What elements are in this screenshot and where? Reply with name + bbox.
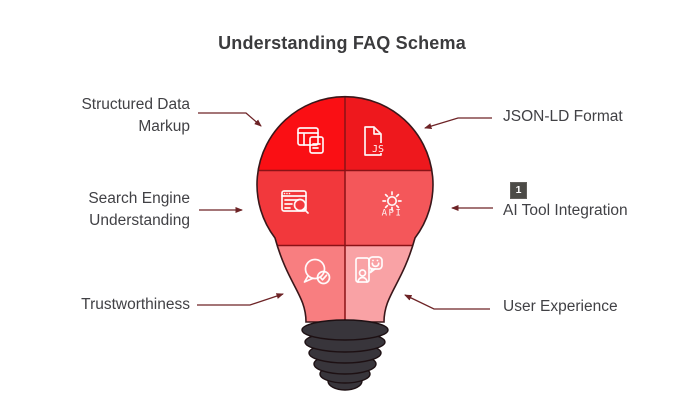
chat-check-icon [303, 258, 331, 285]
label-json-ld-format: JSON-LD Format [503, 108, 623, 125]
annotation-badge-1[interactable]: 1 [510, 182, 527, 199]
segment-json-ld-format [345, 96, 433, 171]
label-user-experience: User Experience [503, 298, 618, 315]
bulb-screw-base [301, 319, 389, 391]
bulb-segments [257, 96, 433, 322]
label-ai-tool-integration: AI Tool Integration [503, 202, 628, 219]
label-search-engine-understanding: Search Engine Understanding [88, 190, 190, 229]
api-gear-icon: API [382, 191, 403, 219]
label-trustworthiness: Trustworthiness [81, 296, 190, 313]
svg-text:JS: JS [372, 144, 384, 155]
arrow-user-experience [404, 294, 490, 310]
segment-dividers [257, 96, 433, 322]
segment-search-engine-understanding [257, 170, 345, 246]
page-title: Understanding FAQ Schema [218, 33, 466, 53]
arrow-json-ld [424, 117, 492, 129]
connector-arrows [197, 112, 493, 310]
svg-text:API: API [382, 209, 403, 219]
browser-search-icon [281, 190, 309, 214]
arrow-structured-data [198, 112, 262, 127]
js-file-icon: JS [364, 126, 385, 156]
bulb-outline [256, 95, 434, 323]
table-document-icon [297, 127, 324, 154]
segment-trustworthiness [257, 245, 345, 322]
phone-user-icon [355, 256, 383, 283]
label-structured-data-markup: Structured Data Markup [81, 96, 190, 135]
arrow-trustworthiness [197, 293, 284, 306]
